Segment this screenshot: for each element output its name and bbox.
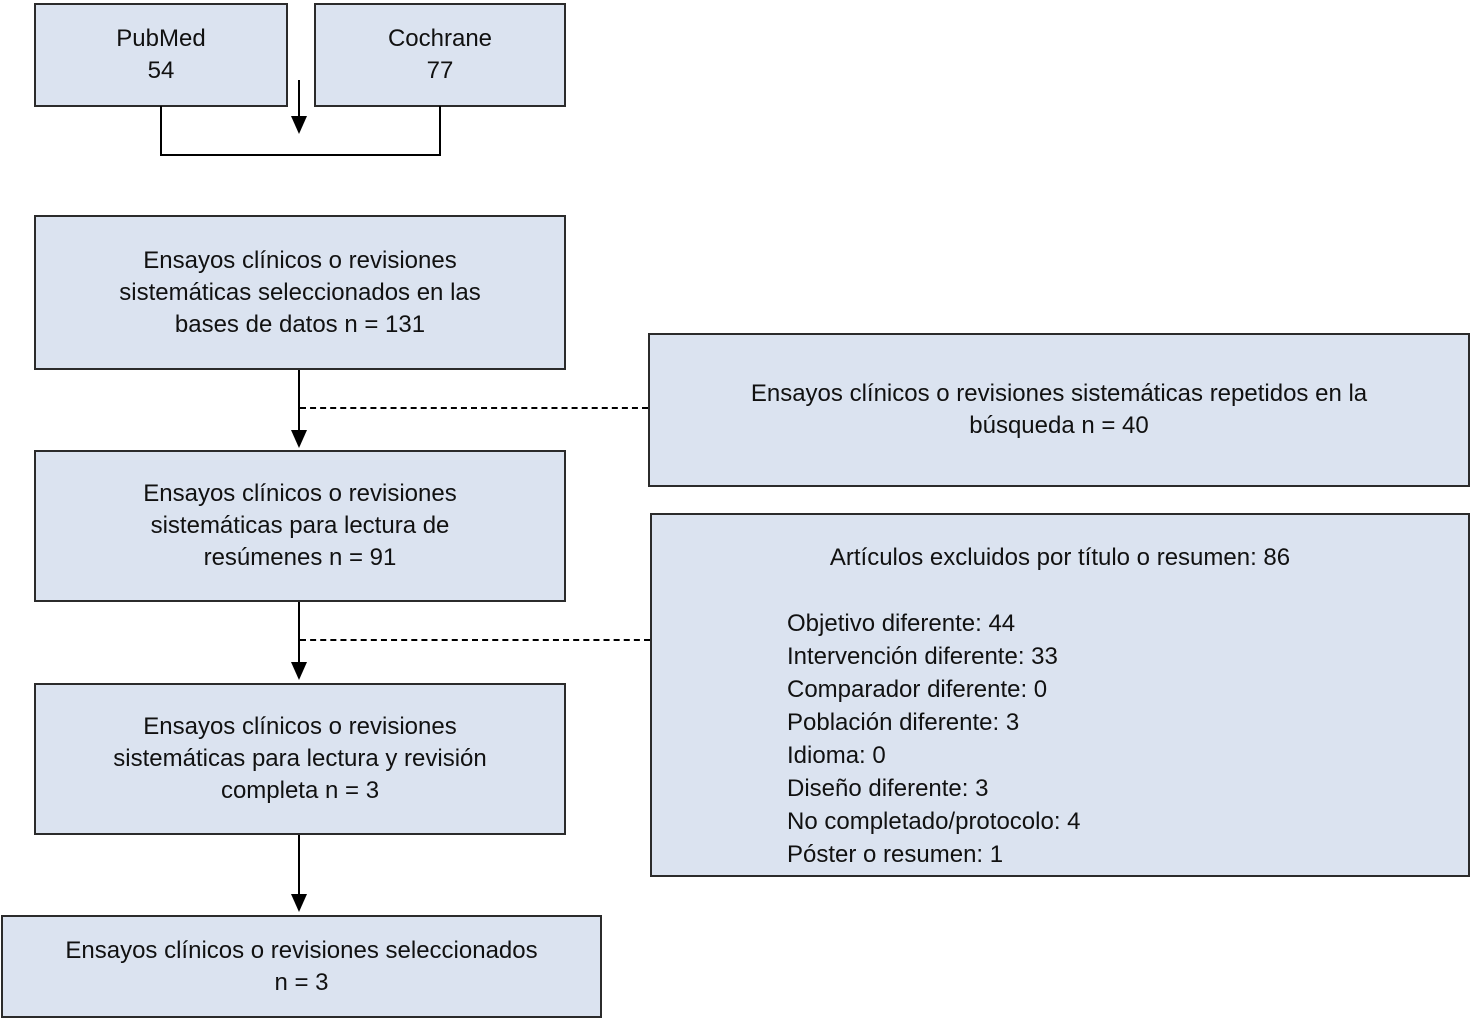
- box-text-line: n = 3: [274, 968, 329, 996]
- exclusions-list: Objetivo diferente: 44 Intervención dife…: [652, 607, 1468, 871]
- box-final-selected: Ensayos clínicos o revisiones selecciona…: [1, 915, 602, 1018]
- merge-bracket-connector: [160, 106, 441, 156]
- box-text-line: sistemáticas seleccionados en las: [119, 278, 481, 306]
- box-text-line: Ensayos clínicos o revisiones: [143, 246, 457, 274]
- flow-arrow-line-2: [298, 602, 300, 662]
- merge-arrow-line: [298, 80, 300, 117]
- box-text-line: sistemáticas para lectura y revisión: [113, 745, 487, 772]
- box-database-selected: Ensayos clínicos o revisiones sistemátic…: [34, 215, 566, 370]
- box-text-line: Ensayos clínicos o revisiones: [143, 480, 457, 507]
- box-text-line: sistemáticas para lectura de: [150, 512, 450, 539]
- exclusion-item: Población diferente: 3: [787, 709, 1020, 736]
- exclusion-item: Comparador diferente: 0: [787, 676, 1048, 703]
- dashed-connector-duplicates: [300, 407, 648, 409]
- box-text-line: búsqueda n = 40: [969, 412, 1149, 439]
- exclusion-item: No completado/protocolo: 4: [787, 808, 1081, 835]
- flow-arrow-head-1-icon: [291, 430, 307, 448]
- box-text-line: Ensayos clínicos o revisiones: [143, 713, 457, 740]
- dashed-connector-exclusions: [300, 639, 650, 641]
- box-text-line: completa n = 3: [220, 777, 380, 804]
- exclusion-item: Póster o resumen: 1: [787, 841, 1004, 868]
- source-box-cochrane: Cochrane 77: [314, 3, 566, 107]
- flow-arrow-line-3: [298, 835, 300, 894]
- box-text-line: Ensayos clínicos o revisiones selecciona…: [65, 936, 538, 964]
- box-text-line: resúmenes n = 91: [203, 544, 397, 571]
- source-count: 54: [147, 57, 175, 84]
- box-abstract-reading: Ensayos clínicos o revisiones sistemátic…: [34, 450, 566, 602]
- flow-arrow-line-1: [298, 370, 300, 430]
- box-text-line: bases de datos n = 131: [174, 310, 426, 338]
- box-text-line: Ensayos clínicos o revisiones sistemátic…: [750, 380, 1368, 407]
- flow-arrow-head-2-icon: [291, 662, 307, 680]
- exclusion-item: Idioma: 0: [787, 742, 886, 769]
- box-full-reading: Ensayos clínicos o revisiones sistemátic…: [34, 683, 566, 835]
- box-title-abstract-exclusions: Artículos excluidos por título o resumen…: [650, 513, 1470, 877]
- source-count: 77: [426, 57, 454, 84]
- source-name: PubMed: [116, 25, 206, 52]
- source-box-pubmed: PubMed 54: [34, 3, 288, 107]
- box-duplicates-excluded: Ensayos clínicos o revisiones sistemátic…: [648, 333, 1470, 487]
- flow-arrow-head-3-icon: [291, 894, 307, 912]
- source-name: Cochrane: [387, 25, 493, 52]
- exclusion-item: Objetivo diferente: 44: [787, 610, 1016, 637]
- merge-arrow-head-icon: [291, 116, 307, 134]
- exclusion-item: Diseño diferente: 3: [787, 775, 989, 802]
- exclusion-item: Intervención diferente: 33: [787, 643, 1058, 670]
- exclusions-header: Artículos excluidos por título o resumen…: [829, 544, 1291, 571]
